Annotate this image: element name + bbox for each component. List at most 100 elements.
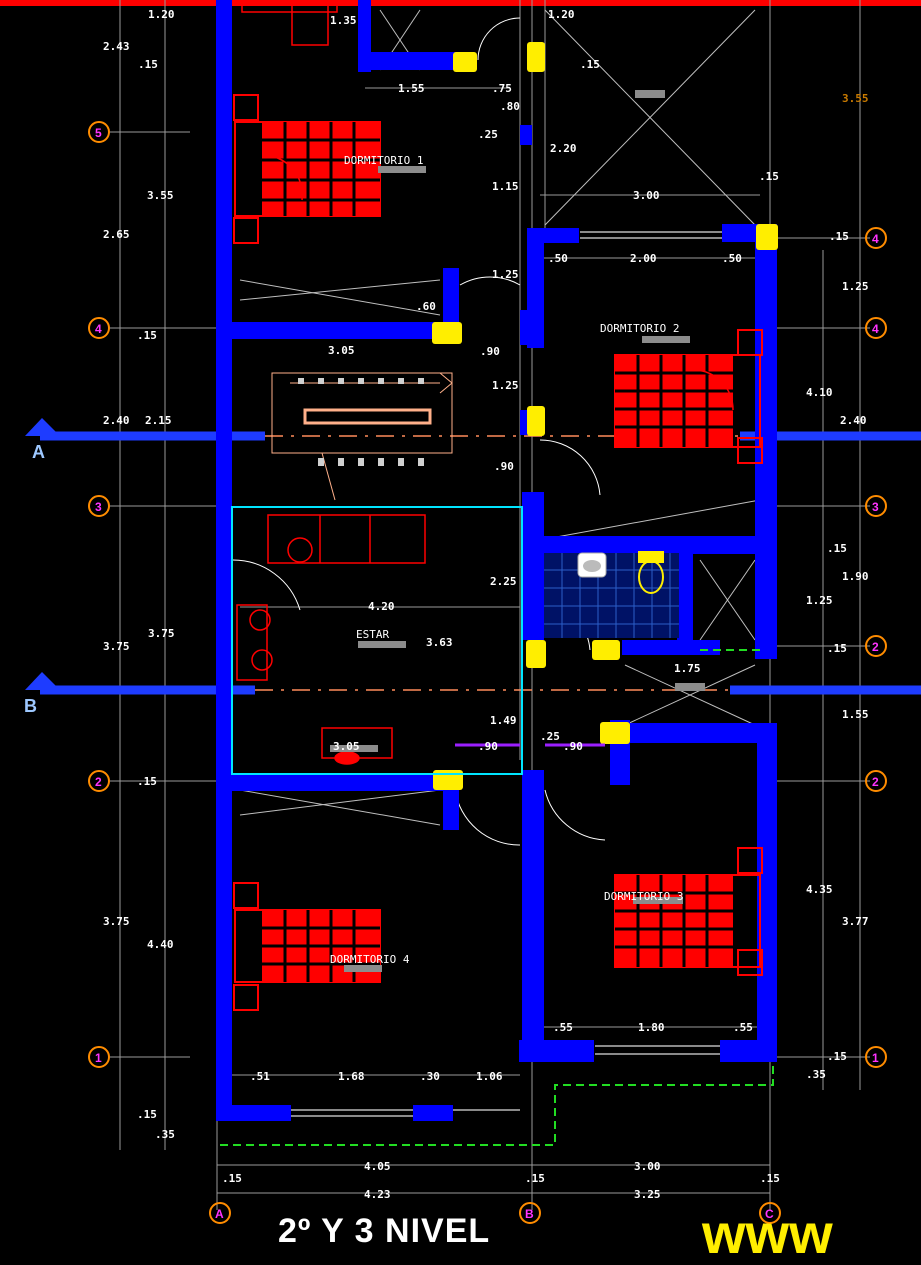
dim-label: .15 (760, 1172, 780, 1185)
room-label-dormitorio-1: DORMITORIO 1 (344, 154, 423, 167)
dim-label: 4.40 (147, 938, 174, 951)
living-furniture (236, 0, 426, 765)
dim-label: 3.75 (103, 640, 130, 653)
label-blocks (330, 90, 705, 972)
dim-label: 1.25 (492, 379, 519, 392)
grid-bubble-1-left: 1 (88, 1046, 110, 1068)
section-marker-b: B (24, 696, 37, 716)
dim-label: 2.20 (550, 142, 577, 155)
section-axes (25, 418, 921, 695)
dim-label: .15 (525, 1172, 545, 1185)
dim-label: 1.35 (330, 14, 357, 27)
svg-text:A: A (215, 1207, 224, 1221)
dim-label: 1.20 (148, 8, 175, 21)
dim-label: 2.15 (145, 414, 172, 427)
dim-label: .90 (563, 740, 583, 753)
dim-label: 1.25 (806, 594, 833, 607)
svg-text:5: 5 (95, 126, 102, 140)
svg-text:2: 2 (872, 775, 879, 789)
grid-bubble-c: C (759, 1202, 781, 1224)
walls (216, 0, 777, 1121)
room-label-estar: ESTAR (356, 628, 389, 641)
svg-text:1: 1 (872, 1051, 879, 1065)
dim-label: 2.00 (630, 252, 657, 265)
dim-label: 3.77 (842, 915, 869, 928)
grid-bubble-2-left: 2 (88, 770, 110, 792)
dim-label: 2.40 (840, 414, 867, 427)
dim-label: .25 (540, 730, 560, 743)
room-label-dormitorio-2: DORMITORIO 2 (600, 322, 679, 335)
dim-label: .90 (478, 740, 498, 753)
dim-label: 1.55 (842, 708, 869, 721)
dim-label: .30 (420, 1070, 440, 1083)
dim-label: .90 (480, 345, 500, 358)
dim-label: .50 (722, 252, 742, 265)
dim-label: .55 (733, 1021, 753, 1034)
dim-label: 1.90 (842, 570, 869, 583)
bed-dormitorio-2 (614, 329, 763, 464)
bed-dormitorio-4 (233, 882, 381, 1011)
svg-text:2: 2 (872, 640, 879, 654)
svg-text:2: 2 (95, 775, 102, 789)
dim-label: 3.75 (103, 915, 130, 928)
top-border (0, 0, 921, 6)
grid-bubble-3-right: 3 (865, 495, 887, 517)
dim-label: .55 (553, 1021, 573, 1034)
dim-label: 2.65 (103, 228, 130, 241)
dim-label: 1.20 (548, 8, 575, 21)
svg-text:B: B (525, 1207, 534, 1221)
dim-label: .15 (827, 542, 847, 555)
dim-label: 3.55 (147, 189, 174, 202)
dim-label: 4.20 (368, 600, 395, 613)
grid-bubble-b: B (519, 1202, 541, 1224)
dim-label: 3.75 (148, 627, 175, 640)
svg-text:1: 1 (95, 1051, 102, 1065)
columns (432, 42, 778, 790)
dim-label: .15 (827, 642, 847, 655)
svg-text:C: C (765, 1207, 774, 1221)
svg-text:4: 4 (95, 322, 102, 336)
dim-label: 1.68 (338, 1070, 365, 1083)
dim-label: 3.05 (328, 344, 355, 357)
dim-label: .35 (806, 1068, 826, 1081)
grid-bubble-4-right-b: 4 (865, 317, 887, 339)
section-marker-a: A (32, 442, 45, 462)
grid-bubble-5: 5 (88, 121, 110, 143)
dim-label: .60 (416, 300, 436, 313)
dimension-labels: 1.20 2.43 .15 1.55 .75 .80 .25 2.20 1.15… (103, 8, 869, 1201)
room-label-dormitorio-3: DORMITORIO 3 (604, 890, 683, 903)
dim-label: 2.43 (103, 40, 130, 53)
stair (271, 372, 453, 501)
grid-bubble-4-left: 4 (88, 317, 110, 339)
dim-label: 1.25 (492, 268, 519, 281)
bathroom (544, 551, 679, 638)
dim-label: 3.05 (333, 740, 360, 753)
dim-label: .15 (222, 1172, 242, 1185)
dim-label: .15 (829, 230, 849, 243)
svg-text:4: 4 (872, 232, 879, 246)
dim-label: .35 (155, 1128, 175, 1141)
svg-text:3: 3 (872, 500, 879, 514)
grid-bubble-2-right-b: 2 (865, 770, 887, 792)
property-lines (220, 649, 774, 1146)
void-lines (239, 9, 761, 826)
dim-label: .15 (137, 775, 157, 788)
grid-bubble-2-right: 2 (865, 635, 887, 657)
stair-treads (298, 378, 424, 466)
dim-label: 2.40 (103, 414, 130, 427)
dim-label: .15 (138, 58, 158, 71)
dim-label: 3.25 (634, 1188, 661, 1201)
watermark-text: www (702, 1202, 833, 1265)
dim-label: .90 (494, 460, 514, 473)
bed-dormitorio-1 (233, 94, 381, 244)
dim-label: .15 (580, 58, 600, 71)
dim-label: 3.63 (426, 636, 453, 649)
svg-text:4: 4 (872, 322, 879, 336)
dim-label: 1.06 (476, 1070, 503, 1083)
grid-bubble-4-right: 4 (865, 227, 887, 249)
dim-label: 3.55 (842, 92, 869, 105)
grid-bubble-3-left: 3 (88, 495, 110, 517)
bed-dormitorio-3 (614, 847, 763, 976)
svg-text:3: 3 (95, 500, 102, 514)
